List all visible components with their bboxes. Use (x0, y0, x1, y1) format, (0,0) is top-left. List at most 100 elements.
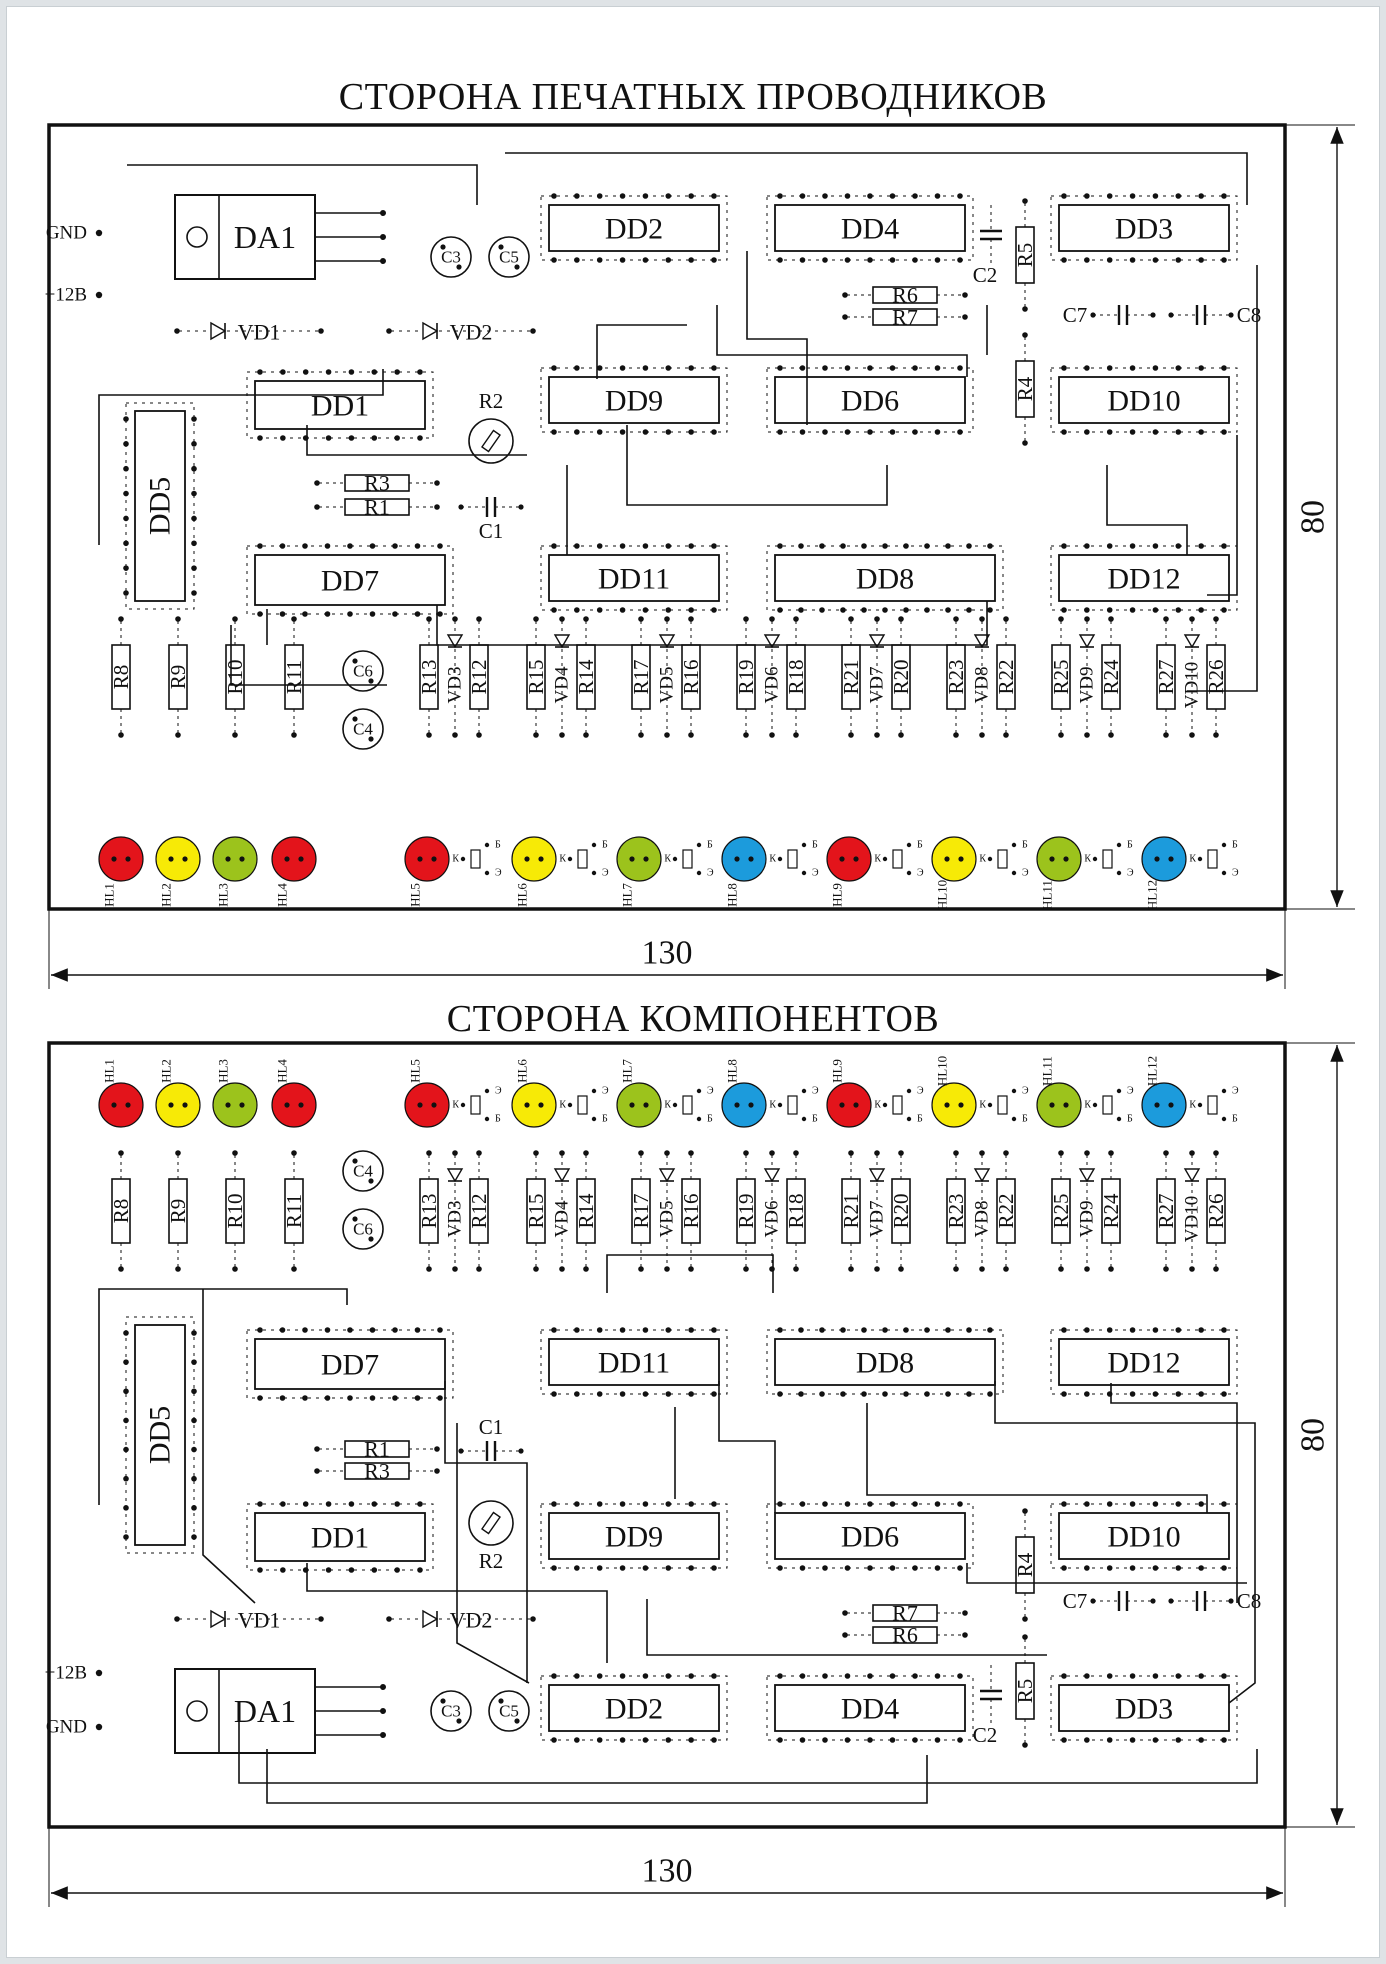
pad (583, 616, 589, 622)
transistor-body (892, 1095, 903, 1115)
diode: VD3 (445, 616, 466, 738)
pad (1106, 1327, 1113, 1333)
pad (123, 565, 129, 571)
chip-label: DD8 (856, 563, 914, 596)
resistor-r7: R7 (842, 305, 968, 330)
chip-dd3: DD3 (1050, 1673, 1238, 1743)
pad (945, 1391, 951, 1397)
resistor: R16 (679, 1150, 703, 1272)
led-hl4: HL4 (271, 836, 317, 907)
resistor-label: R4 (1013, 376, 1037, 401)
pad (1189, 616, 1195, 622)
pad (664, 1266, 670, 1272)
trimmer-body (468, 1500, 514, 1546)
pad (1063, 856, 1069, 862)
capacitor-label: C3 (441, 248, 461, 267)
diode-symbol (1183, 634, 1201, 649)
pad (191, 1446, 197, 1453)
pad (734, 856, 740, 862)
pad (688, 193, 694, 199)
pad (1058, 1150, 1064, 1156)
pad (1084, 1565, 1090, 1571)
pad (347, 1395, 353, 1401)
pad (583, 1266, 589, 1272)
pad (1129, 257, 1136, 263)
capacitor-c3: C3 (430, 236, 472, 278)
trace (306, 425, 527, 456)
pad (574, 1673, 580, 1679)
pad (284, 1102, 290, 1108)
resistor: R26 (1204, 1150, 1228, 1272)
pad (1084, 1150, 1090, 1156)
pad (551, 1737, 557, 1743)
pad (953, 732, 959, 738)
chip-footprint (246, 1503, 434, 1571)
pin-mark: К (769, 1100, 776, 1111)
pad (1049, 856, 1055, 862)
diode: VD5 (657, 1150, 678, 1272)
pin-mark: Б (812, 1114, 818, 1125)
pad (1090, 312, 1096, 318)
pad (1152, 543, 1159, 549)
chip-body (134, 410, 186, 602)
pad (962, 314, 968, 320)
pin-mark: К (452, 1100, 459, 1111)
chip-label: DD3 (1115, 1693, 1173, 1726)
resistor-body (419, 644, 439, 710)
led-body (212, 1082, 258, 1128)
resistor: R10 (223, 616, 247, 738)
pad (175, 616, 181, 622)
pad (118, 1266, 124, 1272)
chip-footprint (125, 1316, 195, 1554)
pad (1003, 616, 1009, 622)
pad (1022, 440, 1028, 446)
trace (626, 425, 888, 506)
pad (848, 1266, 854, 1272)
led-hl3: HL3 (212, 1059, 258, 1128)
pad (347, 611, 353, 617)
resistor: R9 (166, 1150, 190, 1272)
chip-label: DD2 (605, 1693, 663, 1726)
pad (642, 429, 649, 435)
pad (711, 1501, 717, 1507)
pad (426, 1150, 432, 1156)
pad (314, 504, 320, 510)
chip-dd12: DD12 (1050, 543, 1238, 613)
pad (793, 732, 799, 738)
pad (452, 616, 458, 622)
pad (417, 1501, 423, 1507)
pad (392, 611, 398, 617)
pin-mark: Э (495, 868, 502, 879)
pad (801, 842, 807, 848)
pad (484, 870, 490, 876)
resistor-label: R5 (1013, 243, 1037, 268)
resistor-label: R6 (892, 283, 918, 308)
pad (898, 616, 904, 622)
resistor: R10 (223, 1150, 247, 1272)
resistor: R17 (629, 1150, 653, 1272)
pad (642, 543, 649, 549)
pad (257, 1395, 263, 1401)
pad (386, 1616, 392, 1622)
pad (1084, 616, 1090, 622)
pad (417, 1567, 423, 1573)
transistor-pads: ЭБК (1084, 1086, 1134, 1125)
pad (1022, 306, 1028, 312)
diode: VD5 (657, 616, 678, 738)
pad (1108, 732, 1114, 738)
resistor-body (996, 1178, 1016, 1244)
power-pin-label: +12В (45, 1663, 87, 1684)
pad (799, 193, 806, 199)
pad (417, 369, 423, 375)
resistor-r6: R6 (842, 283, 968, 308)
led-hl9: HL9 (826, 1059, 872, 1128)
pad (279, 1395, 286, 1401)
pad (898, 1266, 904, 1272)
pad (596, 543, 603, 549)
pad (280, 435, 286, 441)
pad (583, 732, 589, 738)
pad (1221, 1737, 1227, 1743)
resistor-label: R16 (679, 1193, 703, 1228)
pad (934, 365, 941, 371)
pad (979, 1266, 985, 1272)
